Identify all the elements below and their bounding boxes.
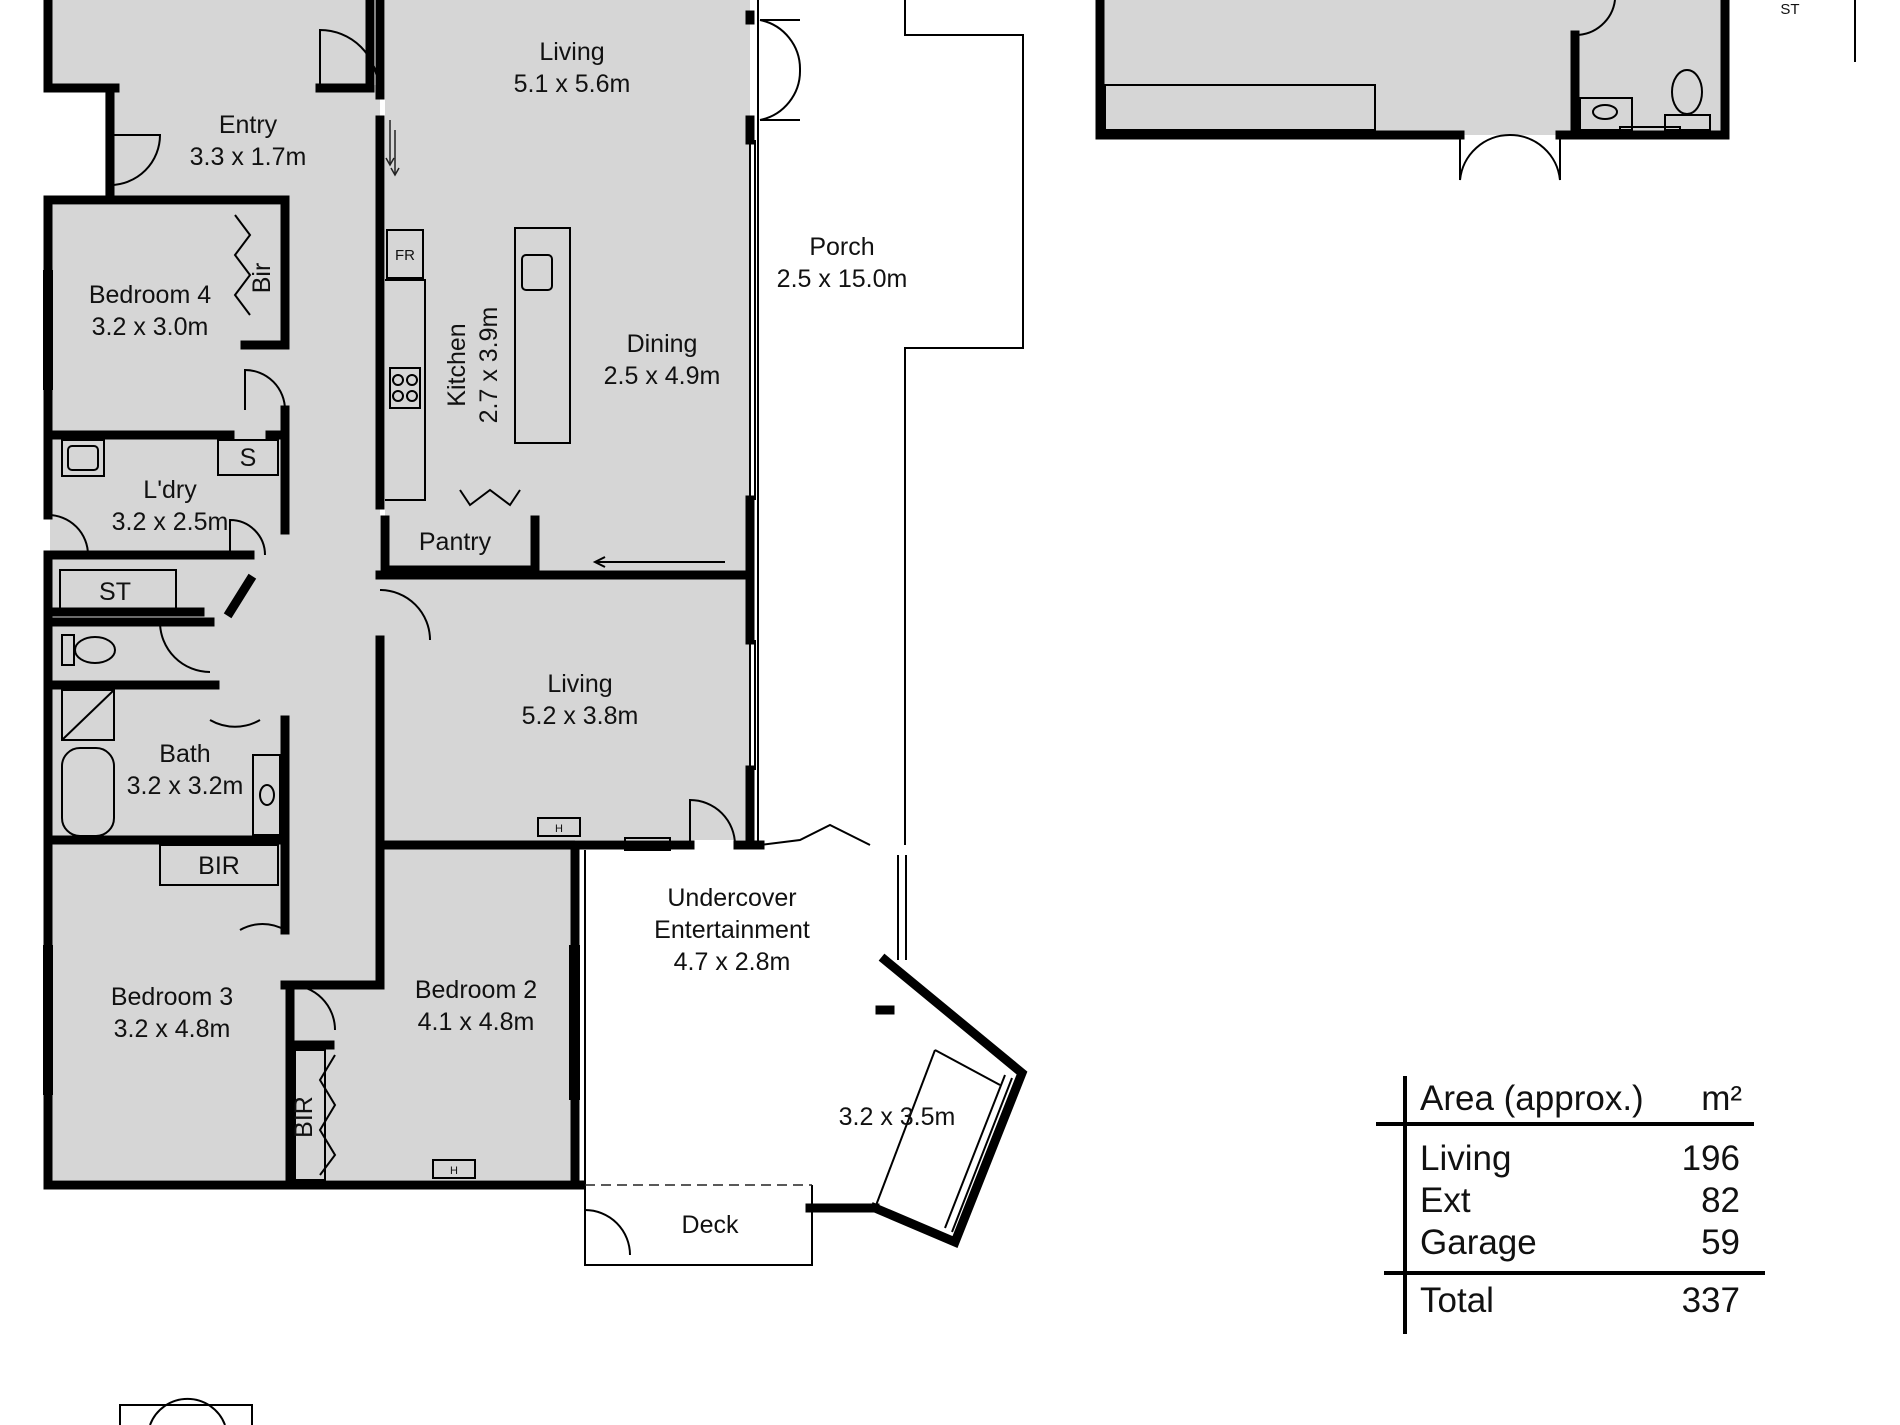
shower-cupboard-label: S [240,444,257,472]
entry-dims: 3.3 x 1.7m [190,143,307,171]
entry-name: Entry [219,111,278,139]
undercover-line1: Undercover [667,884,796,912]
living-main-name: Living [539,38,604,66]
area-row-label: Ext [1420,1181,1471,1220]
bedroom3-dims: 3.2 x 4.8m [114,1015,231,1043]
fridge-label: FR [395,247,415,264]
porch-name: Porch [809,233,874,261]
bedroom4-dims: 3.2 x 3.0m [92,313,209,341]
bedroom2-name: Bedroom 2 [415,976,537,1004]
bedroom2-dims: 4.1 x 4.8m [418,1008,535,1036]
living-main-dims: 5.1 x 5.6m [514,70,631,98]
dining-name: Dining [627,330,698,358]
kitchen-name: Kitchen [443,323,471,406]
laundry-dims: 3.2 x 2.5m [112,508,229,536]
bedroom3-name: Bedroom 3 [111,983,233,1011]
area-total-value: 337 [1682,1281,1740,1320]
area-table: Area (approx.) m² Living 196 Ext 82 Gara… [1376,1076,1765,1334]
area-header-label: Area (approx.) [1420,1079,1644,1118]
bir-upper-label: BIR [198,852,240,880]
area-row-value: 59 [1701,1223,1740,1262]
walls [43,0,1730,1248]
room-labels: Living 5.1 x 5.6m Entry 3.3 x 1.7m Bedro… [89,1,1800,1239]
bedroom4-robe-label: Bir [248,263,276,294]
area-row-label: Living [1420,1139,1511,1178]
living2-dims: 5.2 x 3.8m [522,702,639,730]
area-row-value: 82 [1701,1181,1740,1220]
heater-label-1: H [555,823,563,835]
bath-dims: 3.2 x 3.2m [127,772,244,800]
kitchen-dims: 2.7 x 3.9m [475,307,503,424]
garage-store-label: ST [1780,1,1799,18]
area-total-label: Total [1420,1281,1494,1320]
heater-label-2: H [450,1165,458,1177]
fixtures [43,0,1856,1425]
undercover-dims: 4.7 x 2.8m [674,948,791,976]
living2-name: Living [547,670,612,698]
pantry-label: Pantry [419,528,492,556]
bir-lower-label: BIR [290,1096,318,1138]
area-row-value: 196 [1682,1139,1740,1178]
dining-dims: 2.5 x 4.9m [604,362,721,390]
area-header-unit: m² [1701,1079,1742,1118]
store-label: ST [99,578,131,606]
porch-dims: 2.5 x 15.0m [777,265,908,293]
undercover-line2: Entertainment [654,916,810,944]
floor-fills [45,0,1725,1180]
extension-dims: 3.2 x 3.5m [839,1103,956,1131]
bath-name: Bath [159,740,210,768]
deck-label: Deck [682,1211,739,1239]
laundry-name: L'dry [143,476,197,504]
area-row-label: Garage [1420,1223,1537,1262]
bedroom4-name: Bedroom 4 [89,281,211,309]
